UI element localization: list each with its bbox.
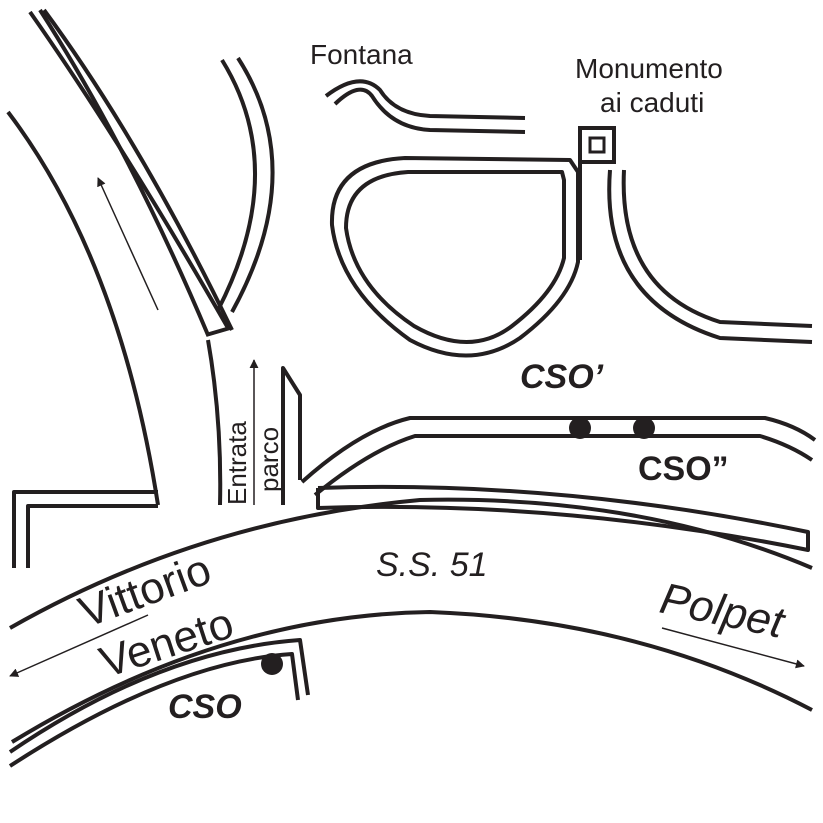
label-fontana: Fontana — [310, 39, 413, 70]
road-upper-left-inner2 — [42, 8, 234, 331]
monument-square-outer — [578, 126, 616, 164]
vittorio-veneto-arrow — [9, 614, 149, 677]
road-left-l-inner — [26, 504, 158, 568]
road-loop-outer — [329, 156, 580, 358]
cso-double-point-right[interactable] — [633, 417, 655, 439]
road-cso-lower — [313, 434, 814, 497]
road-upper-left-left — [38, 8, 210, 336]
road-monument-right-b — [621, 169, 813, 328]
road-upper-left-inner — [28, 10, 230, 329]
road-loop-inner — [344, 170, 566, 344]
north-arrow — [97, 177, 159, 311]
roads — [6, 8, 817, 768]
label-monumento-line2: ai caduti — [600, 87, 704, 118]
road-ss51-upper — [9, 497, 813, 630]
monument-square-inner — [588, 136, 606, 154]
road-left-l — [12, 490, 158, 568]
labels: Fontana Monumento ai caduti CSO’ CSO” CS… — [73, 39, 790, 726]
road-upper-left-outer — [6, 110, 160, 506]
road-fontana-b — [333, 87, 526, 134]
label-cso-double: CSO” — [638, 450, 729, 488]
road-cso-upper — [300, 416, 817, 484]
label-cso: CSO — [168, 688, 242, 726]
label-road-number: S.S. 51 — [376, 546, 488, 584]
road-monument-right-a — [607, 169, 813, 344]
cso-double-point-left[interactable] — [569, 417, 591, 439]
label-entrata: Entrata — [222, 421, 252, 505]
cso-point[interactable] — [261, 653, 283, 675]
label-parco: parco — [254, 427, 284, 492]
label-cso-prime: CSO’ — [520, 358, 604, 396]
polpet-arrow — [661, 627, 805, 669]
markers — [261, 417, 655, 675]
road-ss51-lower — [10, 610, 813, 744]
label-polpet: Polpet — [656, 574, 790, 648]
road-top-curve-a — [216, 58, 257, 311]
road-top-curve-b — [230, 56, 275, 313]
road-upper-left-cap — [205, 326, 231, 337]
road-fontana-a — [324, 79, 526, 120]
road-parco-spur — [281, 366, 302, 505]
road-cso-bottom-a — [8, 638, 310, 754]
label-monumento-line1: Monumento — [575, 53, 723, 84]
arrows — [9, 177, 805, 677]
road-frontage-strip — [316, 484, 810, 552]
road-upper-left-right-down — [206, 339, 223, 506]
